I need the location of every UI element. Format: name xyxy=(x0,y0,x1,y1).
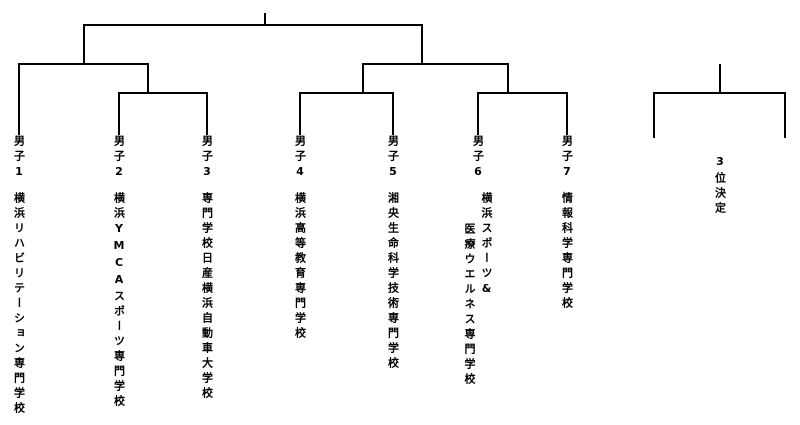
team-4-name: 横浜高等教育専門学校 xyxy=(292,192,309,342)
team-6-name: 横浜スポーツ& 医療ウエルネス専門学校 xyxy=(461,192,495,388)
team-2-name: 横浜YMCAスポーツ専門学校 xyxy=(111,192,128,410)
quarterfinal-c-riser-line xyxy=(507,63,509,94)
team-label-4: 男子4 横浜高等教育専門学校 xyxy=(292,135,309,342)
semifinal-left-riser-line xyxy=(83,24,85,65)
team-name-line: 湘央生命科学技術専門学校 xyxy=(386,192,400,372)
team-5-name: 湘央生命科学技術専門学校 xyxy=(385,192,402,372)
third-place-left-drop-line xyxy=(653,92,655,138)
team-name-line: 情報科学専門学校 xyxy=(560,192,574,312)
third-place-label: 3位決定 xyxy=(712,155,729,217)
team-4-seed: 男子4 xyxy=(293,135,307,182)
team7-drop-line xyxy=(566,92,568,135)
team-3-seed: 男子3 xyxy=(200,135,214,182)
team-label-3: 男子3 専門学校日産横浜自動車大学校 xyxy=(199,135,216,402)
final-match-line xyxy=(84,24,423,26)
team-name-line: 横浜リハビリテーション専門学校 xyxy=(12,192,26,417)
team-label-1: 男子1 横浜リハビリテーション専門学校 xyxy=(11,135,28,417)
quarterfinal-c-match-line xyxy=(477,92,568,94)
team-7-name: 情報科学専門学校 xyxy=(559,192,576,312)
team-1-name: 横浜リハビリテーション専門学校 xyxy=(11,192,28,417)
team-3-name: 専門学校日産横浜自動車大学校 xyxy=(199,192,216,402)
semifinal-left-match-line xyxy=(18,63,149,65)
team4-drop-line xyxy=(299,92,301,135)
team-name-line: 医療ウエルネス専門学校 xyxy=(463,223,476,388)
third-place-winner-stub-line xyxy=(719,64,721,94)
quarterfinal-a-riser-line xyxy=(147,63,149,94)
quarterfinal-b-riser-line xyxy=(362,63,364,94)
team-label-7: 男子7 情報科学専門学校 xyxy=(559,135,576,312)
team-label-2: 男子2 横浜YMCAスポーツ専門学校 xyxy=(111,135,128,410)
team-name-line: 横浜高等教育専門学校 xyxy=(293,192,307,342)
team-2-seed: 男子2 xyxy=(112,135,126,182)
semifinal-right-match-line xyxy=(362,63,509,65)
team-label-5: 男子5 湘央生命科学技術専門学校 xyxy=(385,135,402,372)
team-name-line: 専門学校日産横浜自動車大学校 xyxy=(200,192,214,402)
team-name-line: 横浜スポーツ& xyxy=(480,192,493,299)
quarterfinal-b-match-line xyxy=(299,92,394,94)
team3-drop-line xyxy=(206,92,208,135)
team-1-seed: 男子1 xyxy=(12,135,26,182)
team-7-seed: 男子7 xyxy=(560,135,574,182)
quarterfinal-a-match-line xyxy=(118,92,208,94)
third-place-right-drop-line xyxy=(784,92,786,138)
team-name-line: 横浜YMCAスポーツ専門学校 xyxy=(112,192,126,410)
team-label-6: 男子6 横浜スポーツ& 医療ウエルネス専門学校 xyxy=(461,135,495,388)
third-place-text: 3位決定 xyxy=(713,155,727,217)
team2-drop-line xyxy=(118,92,120,135)
team6-drop-line xyxy=(477,92,479,135)
team-6-seed: 男子6 xyxy=(471,135,485,182)
team5-drop-line xyxy=(392,92,394,135)
team1-drop-line xyxy=(18,63,20,135)
semifinal-right-riser-line xyxy=(421,24,423,65)
third-place-match-line xyxy=(653,92,786,94)
team-5-seed: 男子5 xyxy=(386,135,400,182)
final-winner-stub-line xyxy=(264,13,266,25)
